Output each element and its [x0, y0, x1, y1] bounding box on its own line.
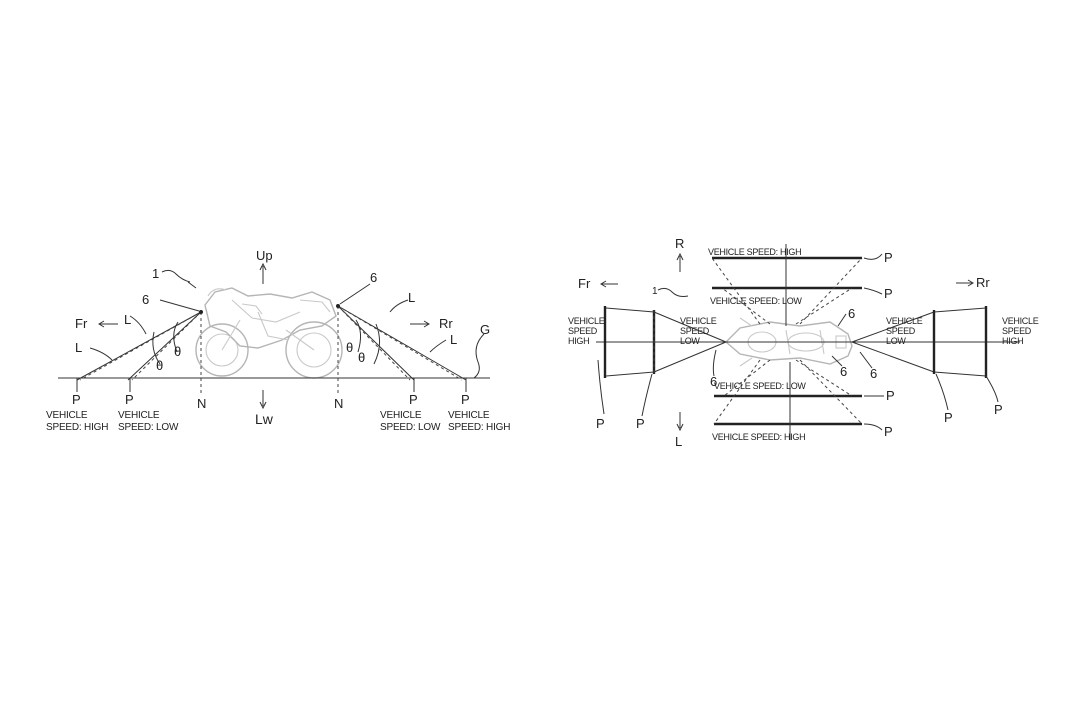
rear-low-caption-2: SPEED: LOW	[380, 422, 441, 433]
beam-leader-1	[129, 315, 147, 335]
vertical-label-front: N	[197, 396, 206, 411]
point-rear-low: P	[944, 410, 953, 425]
motorcycle-side-silhouette	[195, 287, 343, 379]
front-lamp-leader	[159, 299, 200, 312]
point-left-high: P	[884, 424, 893, 439]
angle-front-outer: θ	[156, 358, 163, 373]
rear-lamp-dot	[336, 304, 340, 308]
beam-label-rear-upper: L	[408, 290, 415, 305]
right-label: R	[675, 236, 684, 251]
lamp-ref-rear-upper: 6	[848, 306, 855, 321]
rear-high-caption-1: VEHICLE	[1002, 316, 1039, 326]
top-view-figure: R L Fr Rr 1 VEHICLE SPEED: HIGH VEHICLE …	[568, 236, 1039, 449]
ground-label: G	[480, 322, 490, 337]
point-rear-high: P	[461, 392, 470, 407]
vehicle-ref-leader	[161, 269, 191, 283]
point-front-low: P	[636, 416, 645, 431]
point-front-low: P	[125, 392, 134, 407]
rear-high-caption-2: SPEED: HIGH	[448, 422, 510, 433]
front-high-caption-3: HIGH	[568, 336, 589, 346]
angle-rear-outer: θ	[358, 350, 365, 365]
beam-label-front-upper: L	[124, 312, 131, 327]
rear-high-caption-2: SPEED	[1002, 326, 1032, 336]
beam-leader-4	[429, 339, 447, 353]
down-label: Lw	[255, 411, 274, 427]
front-low-caption-1: VEHICLE	[680, 316, 717, 326]
rear-low-caption-1: VEHICLE	[886, 316, 923, 326]
right-low-caption: VEHICLE SPEED: LOW	[710, 296, 802, 306]
rear-low-caption-2: SPEED	[886, 326, 916, 336]
rear-lamp-leader	[339, 283, 371, 305]
left-side-beams	[713, 359, 863, 440]
lamp-ref-rear-lower: 6	[840, 364, 847, 379]
front-high-caption-2: SPEED	[568, 326, 598, 336]
up-label: Up	[256, 248, 273, 263]
top-vehicle-ref: 1	[652, 286, 658, 297]
left-low-caption: VEHICLE SPEED: LOW	[714, 381, 806, 391]
rear-low-caption-3: LOW	[886, 336, 906, 346]
lamp-ref-front: 6	[710, 374, 717, 389]
lamp-ref-rear-far: 6	[870, 366, 877, 381]
left-high-caption: VEHICLE SPEED: HIGH	[712, 432, 805, 442]
front-beam-cones	[603, 306, 727, 378]
point-front-high: P	[596, 416, 605, 431]
point-left-low: P	[886, 388, 895, 403]
left-label: L	[675, 434, 682, 449]
point-right-high: P	[884, 250, 893, 265]
top-front-label: Fr	[578, 276, 591, 291]
front-high-caption-1: VEHICLE	[568, 316, 605, 326]
rear-beam-cones	[851, 306, 988, 378]
rear-lamp-ref: 6	[370, 270, 377, 285]
rear-high-caption-1: VEHICLE	[448, 410, 490, 421]
beam-label-rear-lower: L	[450, 332, 457, 347]
rear-high-caption-3: HIGH	[1002, 336, 1023, 346]
rear-label: Rr	[439, 316, 453, 331]
point-right-low: P	[884, 286, 893, 301]
angle-rear-inner: θ	[346, 340, 353, 355]
front-lamp-dot	[199, 310, 203, 314]
front-high-caption-1: VEHICLE	[46, 410, 88, 421]
rear-beams	[337, 305, 467, 381]
side-view-figure: 1 6 6 Up Lw Fr Rr L L L L G θ θ θ θ N N …	[46, 248, 510, 433]
beam-label-front-lower: L	[75, 340, 82, 355]
front-lamp-ref: 6	[142, 292, 149, 307]
right-high-caption: VEHICLE SPEED: HIGH	[708, 247, 801, 257]
point-rear-high: P	[994, 402, 1003, 417]
rear-low-caption-1: VEHICLE	[380, 410, 422, 421]
front-label: Fr	[75, 316, 88, 331]
ground-leader	[473, 333, 485, 379]
front-low-caption-2: SPEED: LOW	[118, 422, 179, 433]
front-high-caption-2: SPEED: HIGH	[46, 422, 108, 433]
front-low-caption-1: VEHICLE	[118, 410, 160, 421]
vertical-label-rear: N	[334, 396, 343, 411]
beam-leader-2	[89, 347, 113, 361]
front-low-caption-2: SPEED	[680, 326, 710, 336]
point-front-high: P	[72, 392, 81, 407]
side-point-markers	[76, 378, 467, 392]
beam-leader-3	[389, 299, 409, 313]
angle-front-inner: θ	[174, 344, 181, 359]
top-vehicle-leader	[657, 287, 689, 297]
front-beams	[76, 311, 202, 381]
vehicle-ref-number: 1	[152, 266, 159, 281]
front-low-caption-3: LOW	[680, 336, 700, 346]
point-rear-low: P	[409, 392, 418, 407]
top-rear-label: Rr	[976, 275, 990, 290]
right-side-beams	[711, 244, 863, 326]
